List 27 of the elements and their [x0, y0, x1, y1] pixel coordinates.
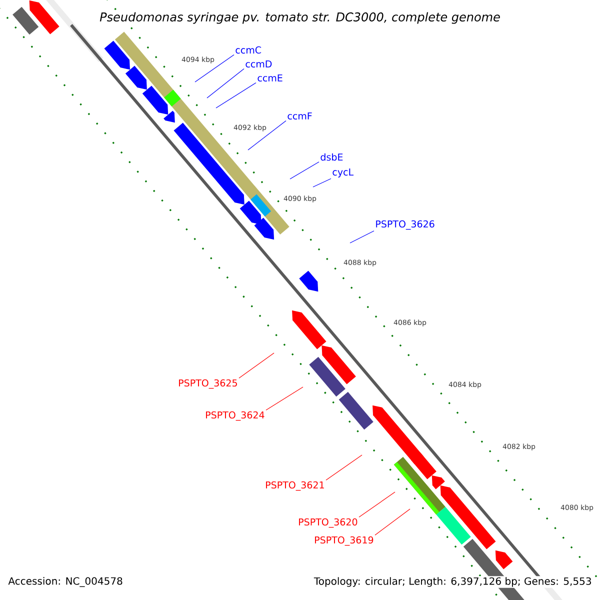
leader-line [326, 454, 362, 480]
leader-line [216, 82, 256, 108]
gene-label: cycL [332, 168, 354, 178]
gene-label: ccmE [258, 74, 282, 82]
gene-label: PSPTO_3619 [315, 536, 374, 546]
leader-line [290, 162, 320, 180]
leader-line [358, 492, 396, 518]
gene-label: PSPTO_3624 [206, 411, 264, 421]
leader-line [350, 230, 374, 244]
gene-label: PSPTO_3626 [376, 220, 434, 230]
caption: Topology: circular; Length: 6,397,126 bp; Genes: 5,553 [312, 576, 593, 588]
gene-label: PSPTO_3625 [179, 379, 237, 389]
caption: Accession: NC_004578 [7, 576, 124, 588]
gene-label: PSPTO_3620 [299, 518, 358, 528]
gene-label: ccmF [288, 112, 312, 120]
leader-line [312, 178, 332, 188]
leader-line [374, 508, 410, 536]
title: Pseudomonas syringae pv. tomato str. DC3000, complete genome [98, 11, 502, 25]
gene-label: dsbE [320, 153, 343, 161]
gene-label: PSPTO_3621 [266, 481, 324, 491]
gene-label: ccmD [246, 60, 272, 68]
gene-label: ccmC [236, 46, 262, 54]
leader-line [238, 352, 274, 378]
leader-line [248, 120, 286, 150]
leader-line [206, 68, 244, 98]
leader-line [266, 386, 304, 410]
leader-line [194, 54, 234, 82]
